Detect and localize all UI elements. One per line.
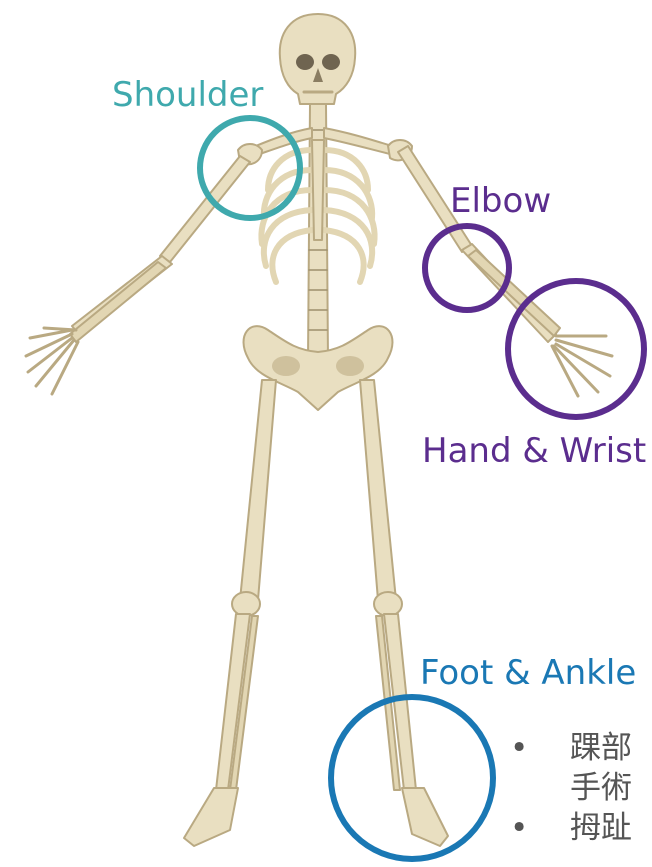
hand-left <box>26 328 78 394</box>
skeleton-illustration <box>26 14 612 846</box>
skull <box>280 14 355 104</box>
shoulder-circle[interactable] <box>200 118 300 218</box>
procedure-list: • 踝部 手術 • 拇趾 <box>510 728 632 848</box>
knee-left <box>232 592 260 616</box>
forearm-left-ulna <box>70 262 166 342</box>
femur-left <box>240 380 276 600</box>
shoulder-label: Shoulder <box>112 78 263 112</box>
femur-right <box>360 380 396 600</box>
foot-left <box>184 788 238 846</box>
humerus-left <box>160 156 250 262</box>
list-item: • 踝部 手術 <box>510 728 632 808</box>
hand-wrist-circle[interactable] <box>508 281 644 417</box>
foot-right <box>402 788 448 846</box>
hand-wrist-label: Hand & Wrist <box>422 434 646 468</box>
list-item: • 拇趾 <box>510 808 632 848</box>
bullet-marker: • <box>510 728 528 768</box>
knee-right <box>374 592 402 616</box>
list-item-text-line1: 拇趾 <box>570 810 632 846</box>
list-item-text-line2: 手術 <box>570 768 632 808</box>
foot-ankle-label: Foot & Ankle <box>420 656 636 690</box>
elbow-label: Elbow <box>450 184 551 218</box>
hand-right <box>552 336 612 396</box>
list-item-text-line1: 踝部 <box>570 730 632 766</box>
sternum <box>312 140 324 240</box>
bullet-marker: • <box>510 808 528 848</box>
